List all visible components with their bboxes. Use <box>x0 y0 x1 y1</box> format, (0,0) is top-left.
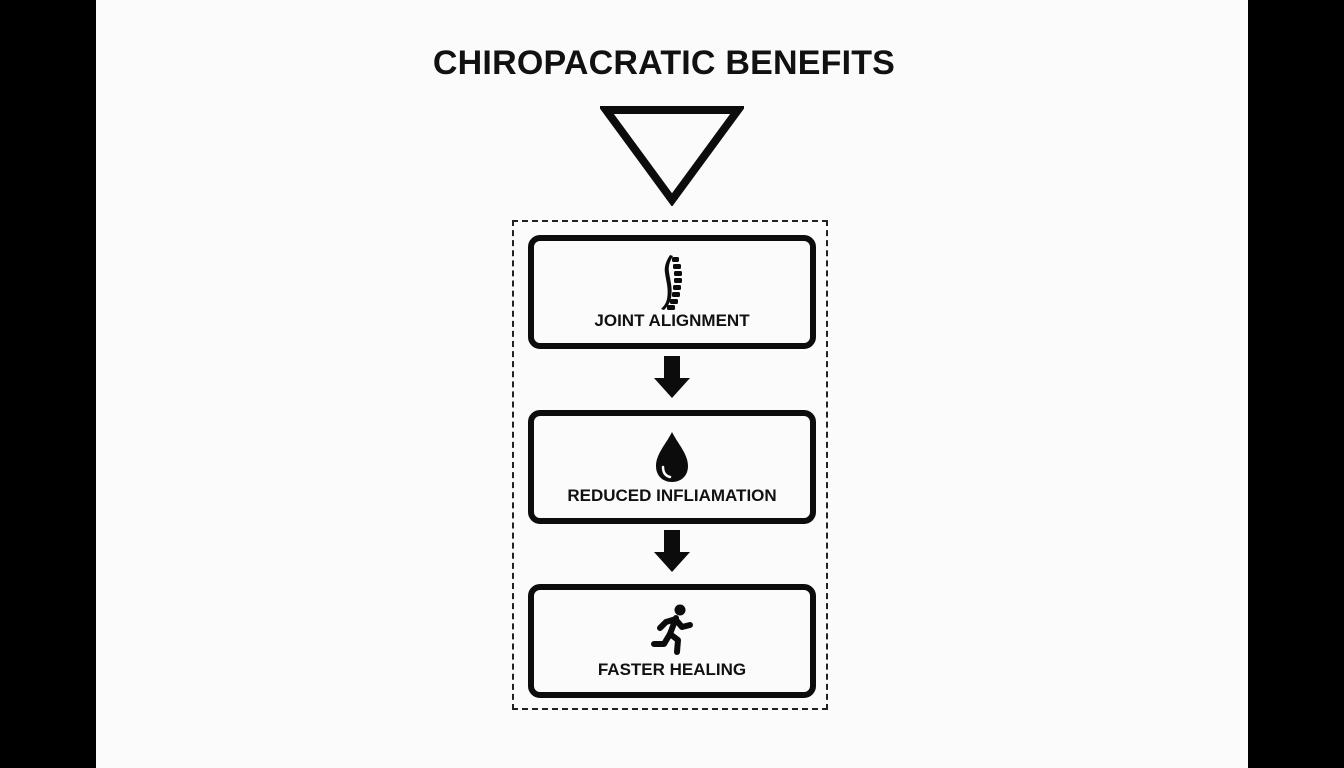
down-arrow-icon <box>654 530 690 572</box>
funnel-triangle-icon <box>600 106 744 206</box>
diagram-title: CHIROPACRATIC BENEFITS <box>432 44 896 82</box>
running-person-icon <box>651 604 693 655</box>
steps-dashed-group <box>512 220 828 710</box>
spine-icon <box>661 255 682 310</box>
step-label: REDUCED INFLIAMATION <box>567 486 777 505</box>
diagram-canvas: CHIROPACRATIC BENEFITS JOINT ALIGNMENT <box>96 0 1248 768</box>
down-arrow-icon <box>654 356 690 398</box>
step-box-reduced-inflammation: REDUCED INFLIAMATION <box>528 410 816 524</box>
step-label: FASTER HEALING <box>597 660 747 679</box>
water-drop-icon <box>656 432 688 482</box>
step-label: JOINT ALIGNMENT <box>594 311 750 330</box>
step-box-faster-healing: FASTER HEALING <box>528 584 816 698</box>
step-box-joint-alignment: JOINT ALIGNMENT <box>528 235 816 349</box>
